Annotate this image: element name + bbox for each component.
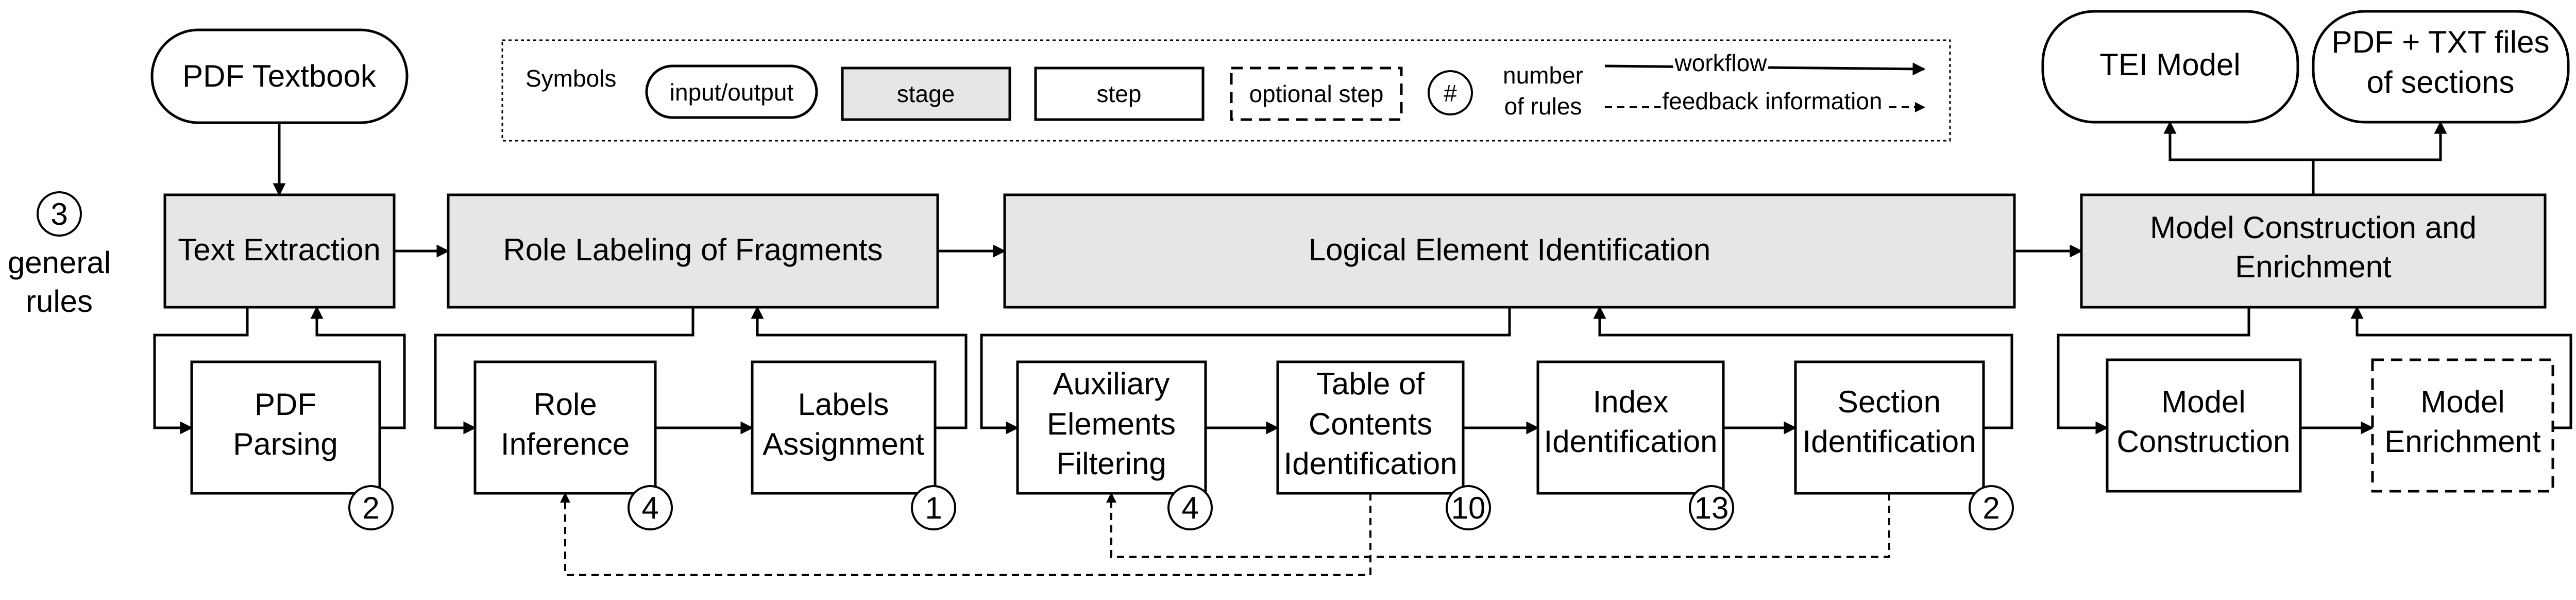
legend-workflow-label: workflow	[1674, 49, 1768, 76]
step-line: Enrichment	[2384, 424, 2541, 459]
legend-optional-label: optional step	[1249, 80, 1384, 107]
rules-count: 10	[1451, 491, 1486, 525]
legend-rules-line1: number	[1503, 62, 1583, 89]
legend-step-shape	[1034, 66, 1205, 121]
step-line: Section	[1838, 385, 1941, 419]
arrow-assignment-back	[751, 306, 968, 429]
step-line: Inference	[501, 427, 630, 461]
step-role-inference	[473, 360, 657, 495]
stage-role-labeling	[447, 193, 939, 309]
arrow-identification-to-filtering	[980, 307, 1511, 435]
stage-label-line2: Enrichment	[2235, 249, 2392, 284]
rules-badge	[1167, 485, 1213, 530]
rules-count: 2	[362, 491, 379, 525]
legend-workflow-arrow	[1604, 62, 1926, 76]
workflow-arrows	[153, 121, 2572, 435]
step-line: Elements	[1047, 407, 1176, 441]
step-line: Auxiliary	[1053, 366, 1170, 401]
stage-model-construction	[2080, 193, 2547, 309]
feedback-section-to-filtering	[1106, 492, 1890, 558]
rules-badge	[911, 485, 956, 530]
general-rules-count: 3	[50, 197, 67, 231]
rules-count: 13	[1694, 491, 1729, 525]
stage-logical-element-identification	[1003, 193, 2016, 309]
output-files-line2: of sections	[2367, 65, 2515, 99]
step-line: Index	[1593, 385, 1669, 419]
arrow-parsing-back	[310, 306, 406, 429]
step-line: Model	[2420, 385, 2504, 419]
legend-rules-line2: of rules	[1504, 93, 1582, 120]
step-line: Filtering	[1056, 446, 1166, 481]
legend-stage-shape	[841, 66, 1011, 121]
input-label: PDF Textbook	[182, 59, 377, 93]
general-rules-line1: general	[8, 245, 111, 280]
step-line: Model	[2161, 385, 2245, 419]
rules-badge	[628, 485, 673, 530]
rules-count: 4	[641, 491, 658, 525]
step-labels-assignment	[751, 360, 937, 495]
legend-rules-symbol: #	[1444, 80, 1457, 107]
output-tei-label: TEI Model	[2099, 47, 2240, 82]
arrow-to-tei-model	[2163, 121, 2315, 195]
feedback-toc-to-role-inference	[560, 492, 1371, 576]
step-line: Identification	[1803, 424, 1976, 459]
feedback-arrows	[560, 492, 1890, 576]
rules-count: 1	[925, 491, 942, 525]
legend-io-shape	[645, 64, 818, 119]
general-rules-line2: rules	[26, 284, 93, 319]
legend: Symbols input/output stage step optional…	[501, 39, 1951, 142]
arrow-labeling-to-inference	[434, 307, 694, 435]
stage-label: Logical Element Identification	[1309, 232, 1710, 267]
legend-rules-badge	[1428, 70, 1473, 115]
general-rules-badge	[37, 191, 82, 237]
step-index-identification	[1536, 360, 1725, 495]
step-line: Identification	[1544, 424, 1718, 459]
step-pdf-parsing	[190, 360, 381, 495]
rules-badge	[1446, 485, 1491, 530]
arrow-stage4-to-construction	[2057, 307, 2250, 435]
step-line: PDF	[255, 387, 316, 422]
legend-step-label: step	[1097, 80, 1142, 107]
arrow-section-back	[1593, 306, 2013, 429]
step-line: Labels	[798, 387, 889, 422]
step-line: Construction	[2117, 424, 2291, 459]
rules-count: 2	[1982, 491, 1999, 525]
stage-text-extraction	[163, 193, 396, 309]
rules-count: 4	[1181, 491, 1198, 525]
legend-title: Symbols	[526, 65, 616, 92]
step-line: Parsing	[233, 427, 337, 461]
rules-badge	[1689, 485, 1734, 530]
step-line: Identification	[1284, 446, 1458, 481]
legend-optional-shape	[1230, 66, 1403, 121]
stage-label: Text Extraction	[178, 232, 381, 267]
rules-badge	[1969, 485, 2014, 530]
stage-label-line1: Model Construction and	[2150, 210, 2477, 245]
legend-stage-label: stage	[897, 80, 955, 107]
step-line: Table of	[1316, 366, 1425, 401]
step-line: Role	[533, 387, 597, 422]
rules-badge	[348, 485, 394, 530]
arrow-to-section-files	[2313, 121, 2447, 161]
arrow-enrichment-back	[2350, 306, 2572, 429]
arrow-extraction-to-parsing	[153, 307, 249, 435]
step-line: Contents	[1309, 407, 1432, 441]
stage-label: Role Labeling of Fragments	[503, 232, 883, 267]
legend-io-label: input/output	[670, 79, 794, 106]
legend-feedback-label: feedback information	[1662, 88, 1882, 114]
output-files-line1: PDF + TXT files	[2332, 25, 2550, 59]
step-line: Assignment	[762, 427, 924, 461]
